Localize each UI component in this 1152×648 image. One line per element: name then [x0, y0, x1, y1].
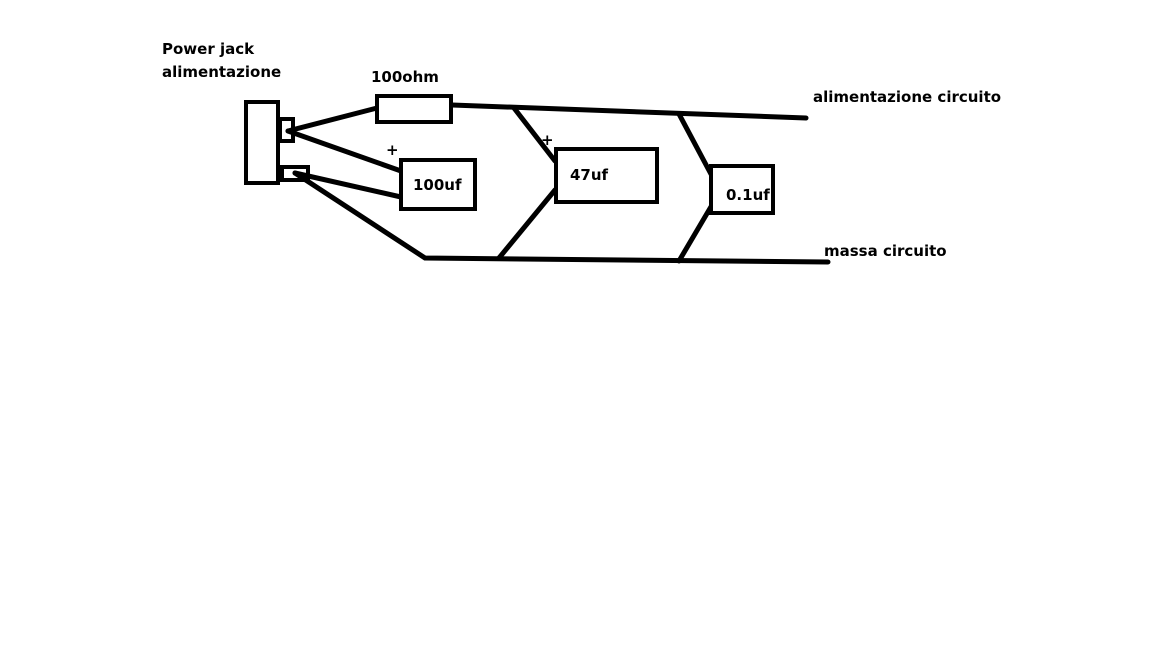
wire-jack-to-cap1-plus	[285, 128, 404, 174]
ground-rail-label: massa circuito	[824, 242, 947, 260]
resistor-100ohm	[375, 94, 453, 124]
wire-jack-to-cap1-minus	[292, 170, 404, 200]
cap1-label: 100uf	[413, 176, 462, 194]
capacitor-0-1uf	[709, 164, 775, 215]
supply-rail-label: alimentazione circuito	[813, 88, 1001, 106]
capacitor-100uf	[399, 158, 477, 211]
wire-supply-to-cap3	[676, 111, 715, 179]
resistor-label: 100ohm	[371, 68, 439, 86]
cap2-label: 47uf	[570, 166, 609, 184]
power-jack	[244, 100, 310, 185]
supply-rail-wire	[449, 102, 809, 121]
cap2-plus-marker: +	[541, 131, 554, 149]
wire-cap2-to-ground	[496, 187, 558, 261]
ground-rail-wire	[292, 170, 831, 265]
wire-supply-to-cap2	[511, 105, 558, 164]
wire-jack-to-resistor	[285, 105, 380, 134]
wire-cap3-to-ground	[676, 202, 715, 264]
power-jack-label-line2: alimentazione	[162, 63, 281, 81]
cap3-label: 0.1uf	[726, 186, 770, 204]
cap1-plus-marker: +	[386, 141, 399, 159]
power-jack-body	[244, 100, 280, 185]
power-jack-label-line1: Power jack	[162, 40, 255, 58]
capacitor-47uf	[554, 147, 659, 204]
